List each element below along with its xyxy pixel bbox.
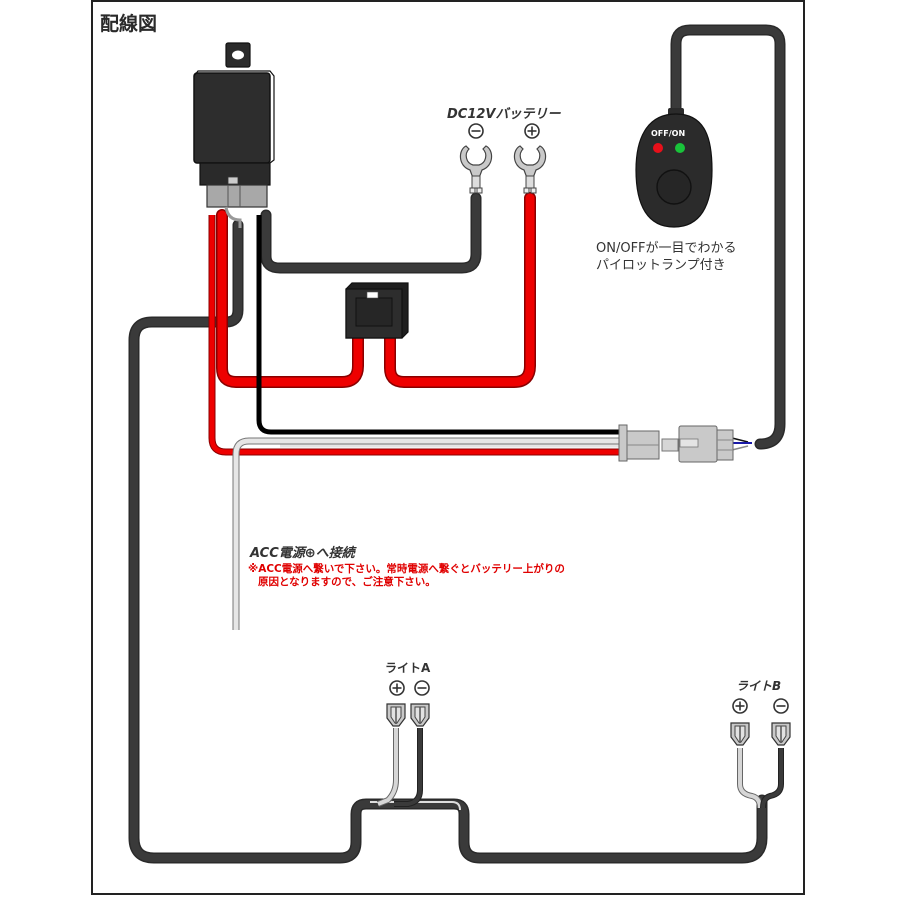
light-b-negative-terminal xyxy=(771,722,791,746)
page-title: 配線図 xyxy=(100,13,158,35)
switch-connector xyxy=(618,424,734,463)
switch-black-wire xyxy=(256,215,625,435)
switch-indicator-label: OFF/ON xyxy=(651,129,686,138)
battery-negative-wire xyxy=(260,192,482,274)
acc-wire xyxy=(232,437,625,630)
switch-push-button[interactable] xyxy=(656,169,692,205)
battery-minus-icon xyxy=(468,123,484,139)
battery-negative-terminal xyxy=(459,145,493,194)
switch-description-line2: パイロットランプ付き xyxy=(596,258,726,273)
acc-note-line1: ※ACC電源へ繋いで下さい。常時電源へ繋ぐとバッテリー上がりの xyxy=(248,563,565,575)
relay xyxy=(193,42,275,228)
ground-harness-wire xyxy=(128,219,768,864)
acc-warning-note: ※ACC電源へ繋いで下さい。常時電源へ繋ぐとバッテリー上がりの 原因となりますの… xyxy=(248,563,565,589)
led-off-indicator xyxy=(653,143,663,153)
light-a-negative-terminal xyxy=(410,703,430,727)
light-b-minus-icon xyxy=(773,698,789,714)
battery-plus-icon xyxy=(524,123,540,139)
switch-cable xyxy=(670,24,786,451)
led-on-indicator xyxy=(675,143,685,153)
light-b-wires xyxy=(737,748,784,809)
fuse-holder xyxy=(345,282,409,339)
light-a-plus-icon xyxy=(389,680,405,696)
switch-description: ON/OFFが一目でわかる パイロットランプ付き xyxy=(596,240,737,274)
light-b-label: ライトB xyxy=(736,679,782,693)
pilot-switch[interactable] xyxy=(635,108,713,228)
battery-positive-wire xyxy=(216,192,536,388)
acc-label: ACC電源⊕へ接続 xyxy=(250,546,355,561)
light-a-wires xyxy=(376,728,423,807)
switch-description-line1: ON/OFFが一目でわかる xyxy=(596,241,737,256)
light-b-positive-terminal xyxy=(730,722,750,746)
light-b-plus-icon xyxy=(732,698,748,714)
light-a-positive-terminal xyxy=(386,703,406,727)
light-a-minus-icon xyxy=(414,680,430,696)
acc-note-line2: 原因となりますので、ご注意下さい。 xyxy=(258,576,436,588)
switch-red-wire xyxy=(208,215,625,456)
battery-positive-terminal xyxy=(513,145,547,194)
light-a-label: ライトA xyxy=(385,661,431,675)
battery-label: DC12Vバッテリー xyxy=(447,107,561,122)
